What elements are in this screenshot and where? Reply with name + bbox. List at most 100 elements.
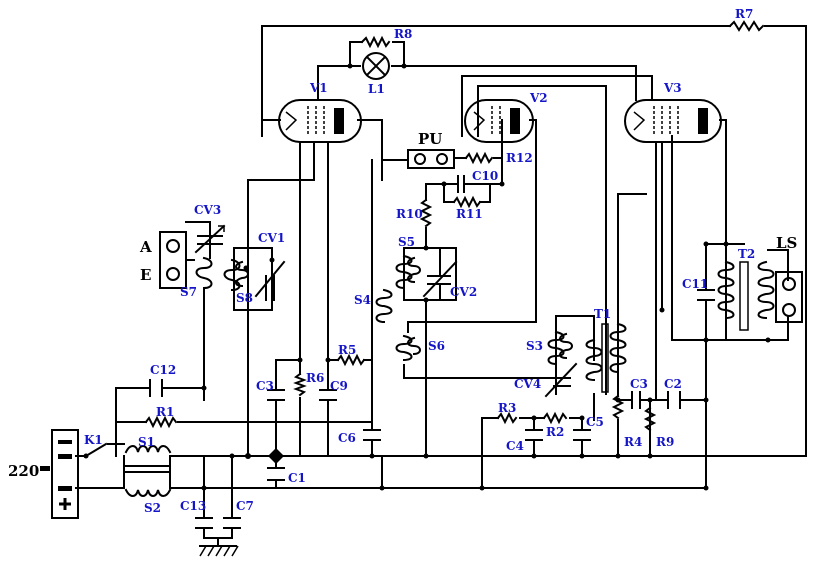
resistor-r12 (464, 151, 494, 165)
t2-core (739, 261, 749, 331)
label-pu: PU (418, 130, 442, 148)
resistor-r7 (728, 20, 765, 32)
label-r11: R11 (456, 207, 483, 221)
label-e: E (140, 266, 151, 284)
label-cv1: CV1 (258, 231, 285, 245)
label-s4: S4 (354, 293, 371, 307)
resistor-r3 (496, 411, 518, 425)
capacitor-c12 (149, 379, 163, 397)
label-t1: T1 (594, 307, 611, 321)
label-c3-right: C3 (630, 377, 648, 391)
capacitor-c9 (319, 389, 337, 401)
label-c10: C10 (472, 169, 498, 183)
label-r3: R3 (498, 401, 516, 415)
label-c4: C4 (506, 439, 524, 453)
label-v2: V2 (529, 91, 548, 105)
label-cv4: CV4 (514, 377, 541, 391)
capacitor-c6 (363, 429, 381, 441)
label-220v: 220 (8, 462, 39, 480)
capacitor-c1 (267, 467, 285, 481)
label-c11: C11 (682, 277, 708, 291)
capacitor-c11 (697, 289, 715, 301)
label-v3: V3 (663, 81, 682, 95)
tube-v2 (464, 99, 534, 143)
label-l1: L1 (368, 82, 385, 96)
label-r12: R12 (506, 151, 533, 165)
main-junction (268, 448, 284, 464)
coil-t1-secondary (585, 338, 603, 382)
pickup-socket (407, 149, 455, 169)
capacitor-c3-right (631, 391, 641, 409)
label-cv3: CV3 (194, 203, 221, 217)
varcap-cv4 (544, 362, 578, 398)
switch-k1 (84, 442, 108, 458)
wires (75, 25, 807, 547)
coil-t2-secondary (757, 260, 775, 320)
label-r10: R10 (396, 207, 423, 221)
resistor-r5 (336, 353, 366, 367)
label-c2: C2 (664, 377, 682, 391)
coil-s3 (547, 330, 565, 366)
connectors (40, 149, 803, 519)
t1-core (601, 323, 609, 393)
power-plug (51, 429, 79, 519)
speaker-socket (775, 271, 803, 323)
capacitor-c3-left (267, 389, 285, 401)
tube-v3 (624, 99, 722, 143)
resistor-r8 (360, 35, 391, 49)
label-r1: R1 (156, 405, 174, 419)
capacitor-c13 (195, 517, 213, 529)
ground-symbol (199, 545, 239, 557)
label-c9: C9 (330, 379, 348, 393)
label-c12: C12 (150, 363, 176, 377)
label-r6: R6 (306, 371, 324, 385)
coil-s8-right (235, 260, 249, 288)
label-r5: R5 (338, 343, 356, 357)
antenna-earth-socket (159, 231, 187, 289)
label-v1: V1 (309, 81, 328, 95)
labels: R7 R8 L1 V1 V2 V3 PU R12 C10 R11 R10 CV3… (8, 7, 797, 515)
label-c7: C7 (236, 499, 254, 513)
coil-t1-primary (609, 322, 627, 374)
resistor-r1 (144, 415, 178, 429)
resistor-r10 (419, 198, 433, 228)
coil-t2-primary (717, 260, 735, 320)
label-c1: C1 (288, 471, 306, 485)
coil-s7 (195, 256, 213, 290)
label-s1: S1 (138, 435, 155, 449)
resistor-r11 (452, 195, 482, 209)
label-k1: K1 (84, 433, 103, 447)
label-r9: R9 (656, 435, 674, 449)
resistor-r6 (293, 372, 307, 397)
label-c13: C13 (180, 499, 206, 513)
label-t2: T2 (738, 247, 755, 261)
label-r4: R4 (624, 435, 642, 449)
label-a: A (139, 238, 152, 256)
coil-s4 (375, 288, 393, 324)
label-c3-left: C3 (256, 379, 274, 393)
variable-capacitors (194, 221, 578, 398)
junctions (201, 63, 771, 491)
label-s5: S5 (398, 235, 415, 249)
label-r2: R2 (546, 425, 564, 439)
capacitor-c7 (223, 517, 241, 529)
resistor-r2 (542, 411, 568, 425)
capacitor-c2 (667, 391, 681, 409)
varcap-cv1 (254, 260, 286, 301)
label-s2: S2 (144, 501, 161, 515)
label-cv2: CV2 (450, 285, 477, 299)
label-c5: C5 (586, 415, 604, 429)
resistors (144, 20, 765, 432)
label-s8: S8 (236, 291, 253, 305)
coils (123, 254, 775, 497)
resistor-r9 (643, 406, 657, 432)
label-s7: S7 (180, 285, 197, 299)
label-r7: R7 (735, 7, 753, 21)
label-s3: S3 (526, 339, 543, 353)
tube-v1 (278, 99, 362, 143)
label-c6: C6 (338, 431, 356, 445)
transformer-s2 (124, 488, 172, 497)
transformer-s1 (124, 445, 172, 454)
